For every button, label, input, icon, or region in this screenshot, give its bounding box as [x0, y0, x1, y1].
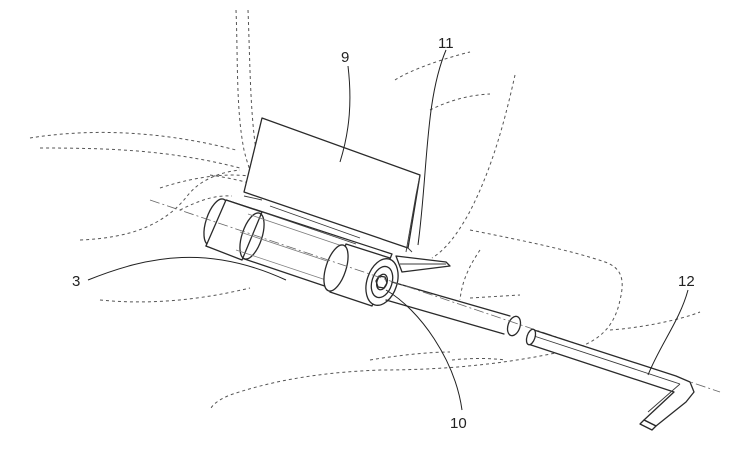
spring-tab-11	[395, 255, 451, 273]
ref-label-12: 12	[678, 273, 695, 290]
leader-11	[417, 49, 447, 246]
leader-lines	[87, 49, 689, 411]
allen-key-12	[525, 328, 695, 431]
leader-10	[385, 289, 463, 411]
leader-9	[339, 65, 351, 163]
hinge-leaf-9	[243, 117, 421, 253]
ref-label-11: 11	[438, 35, 454, 52]
hinge-pin	[385, 281, 522, 337]
ref-label-3: 3	[72, 273, 80, 290]
ref-label-10: 10	[450, 415, 467, 432]
leader-12	[647, 289, 689, 376]
leader-3	[87, 256, 287, 281]
hex-socket-icon	[375, 275, 388, 289]
ref-label-9: 9	[341, 49, 349, 66]
hinge-knuckle-right	[323, 243, 399, 307]
